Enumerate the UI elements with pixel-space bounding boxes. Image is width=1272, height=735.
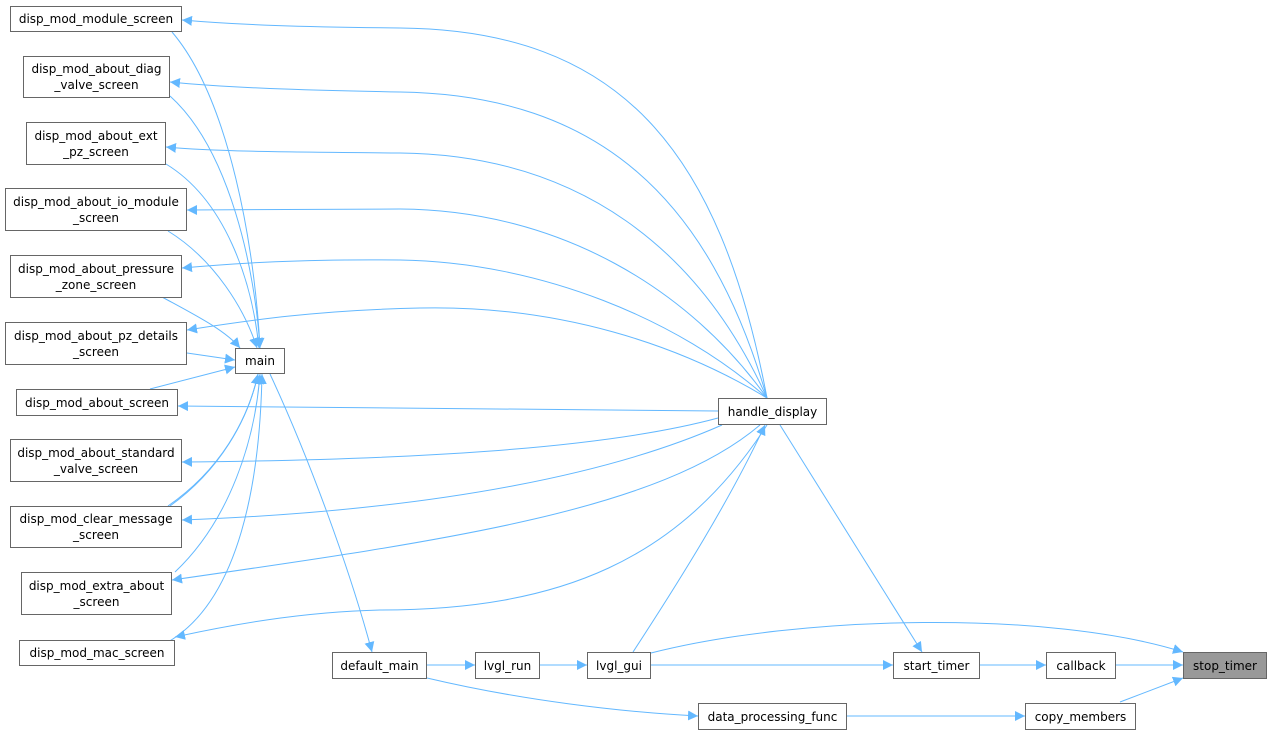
node-disp-mod-module-screen[interactable]: disp_mod_module_screen bbox=[10, 6, 182, 32]
edge-handle-display-to-disp-mod-mac-screen bbox=[174, 424, 768, 640]
node-handle-display[interactable]: handle_display bbox=[718, 398, 827, 425]
edge-disp-mod-about-ext-pz-screen-to-main bbox=[165, 163, 263, 349]
node-data-processing-func[interactable]: data_processing_func bbox=[698, 703, 847, 730]
edge-lvgl-gui-to-handle-display bbox=[632, 424, 766, 653]
edge-copy-members-to-stop-timer bbox=[1119, 676, 1184, 703]
edge-disp-mod-clear-message-screen-to-main bbox=[169, 373, 261, 507]
node-disp-mod-about-diag-valve-screen[interactable]: disp_mod_about_diag _valve_screen bbox=[23, 56, 170, 98]
edge-main-to-default-main bbox=[269, 373, 375, 653]
node-stop-timer[interactable]: stop_timer bbox=[1183, 652, 1267, 679]
node-disp-mod-about-pz-details-screen[interactable]: disp_mod_about_pz_details _screen bbox=[5, 322, 187, 365]
edge-handle-display-to-disp-mod-about-screen bbox=[177, 401, 719, 412]
edge-disp-mod-mac-screen-to-main bbox=[167, 373, 267, 643]
node-disp-mod-about-ext-pz-screen[interactable]: disp_mod_about_ext _pz_screen bbox=[26, 122, 166, 165]
edge-disp-mod-about-io-module-screen-to-main bbox=[167, 230, 259, 349]
edge-disp-mod-extra-about-screen-to-main bbox=[174, 373, 265, 573]
node-start-timer[interactable]: start_timer bbox=[893, 652, 980, 679]
node-disp-mod-about-io-module-screen[interactable]: disp_mod_about_io_module _screen bbox=[5, 188, 187, 231]
edge-disp-mod-about-screen-to-main bbox=[149, 364, 236, 390]
node-callback[interactable]: callback bbox=[1046, 652, 1116, 679]
edge-disp-mod-about-pz-details-screen-to-main bbox=[186, 352, 236, 364]
node-default-main[interactable]: default_main bbox=[332, 652, 427, 679]
edge-handle-display-to-disp-mod-extra-about-screen bbox=[171, 424, 761, 584]
node-disp-mod-about-standard-valve-screen[interactable]: disp_mod_about_standard _valve_screen bbox=[10, 439, 182, 482]
node-disp-mod-about-pressure-zone-screen[interactable]: disp_mod_about_pressure _zone_screen bbox=[10, 255, 182, 298]
edge-disp-mod-module-screen-to-main bbox=[171, 31, 265, 349]
edge-handle-display-to-disp-mod-about-ext-pz-screen bbox=[165, 142, 768, 399]
node-disp-mod-extra-about-screen[interactable]: disp_mod_extra_about _screen bbox=[21, 572, 172, 615]
node-lvgl-gui[interactable]: lvgl_gui bbox=[587, 652, 651, 679]
edge-handle-display-to-disp-mod-about-io-module-screen bbox=[186, 204, 768, 399]
node-disp-mod-mac-screen[interactable]: disp_mod_mac_screen bbox=[19, 640, 175, 666]
edge-default-main-to-data-processing-func bbox=[426, 677, 699, 721]
node-lvgl-run[interactable]: lvgl_run bbox=[475, 652, 540, 679]
edge-disp-mod-about-pressure-zone-screen-to-main bbox=[161, 296, 241, 349]
edge-handle-display-to-start-timer bbox=[779, 424, 923, 653]
edge-handle-display-to-disp-mod-module-screen bbox=[181, 15, 768, 399]
node-disp-mod-about-screen[interactable]: disp_mod_about_screen bbox=[16, 389, 178, 416]
node-disp-mod-clear-message-screen[interactable]: disp_mod_clear_message _screen bbox=[10, 506, 182, 548]
edge-handle-display-to-disp-mod-about-standard-valve-screen bbox=[181, 417, 719, 467]
edge-handle-display-to-disp-mod-clear-message-screen bbox=[181, 424, 723, 525]
edge-lvgl-gui-to-stop-timer bbox=[650, 622, 1184, 654]
edge-handle-display-to-disp-mod-about-pressure-zone-screen bbox=[181, 259, 768, 399]
edge-disp-mod-about-diag-valve-screen-to-main bbox=[169, 95, 265, 349]
edge-handle-display-to-disp-mod-about-diag-valve-screen bbox=[169, 78, 768, 399]
node-copy-members[interactable]: copy_members bbox=[1025, 703, 1136, 730]
node-main[interactable]: main bbox=[235, 348, 285, 374]
